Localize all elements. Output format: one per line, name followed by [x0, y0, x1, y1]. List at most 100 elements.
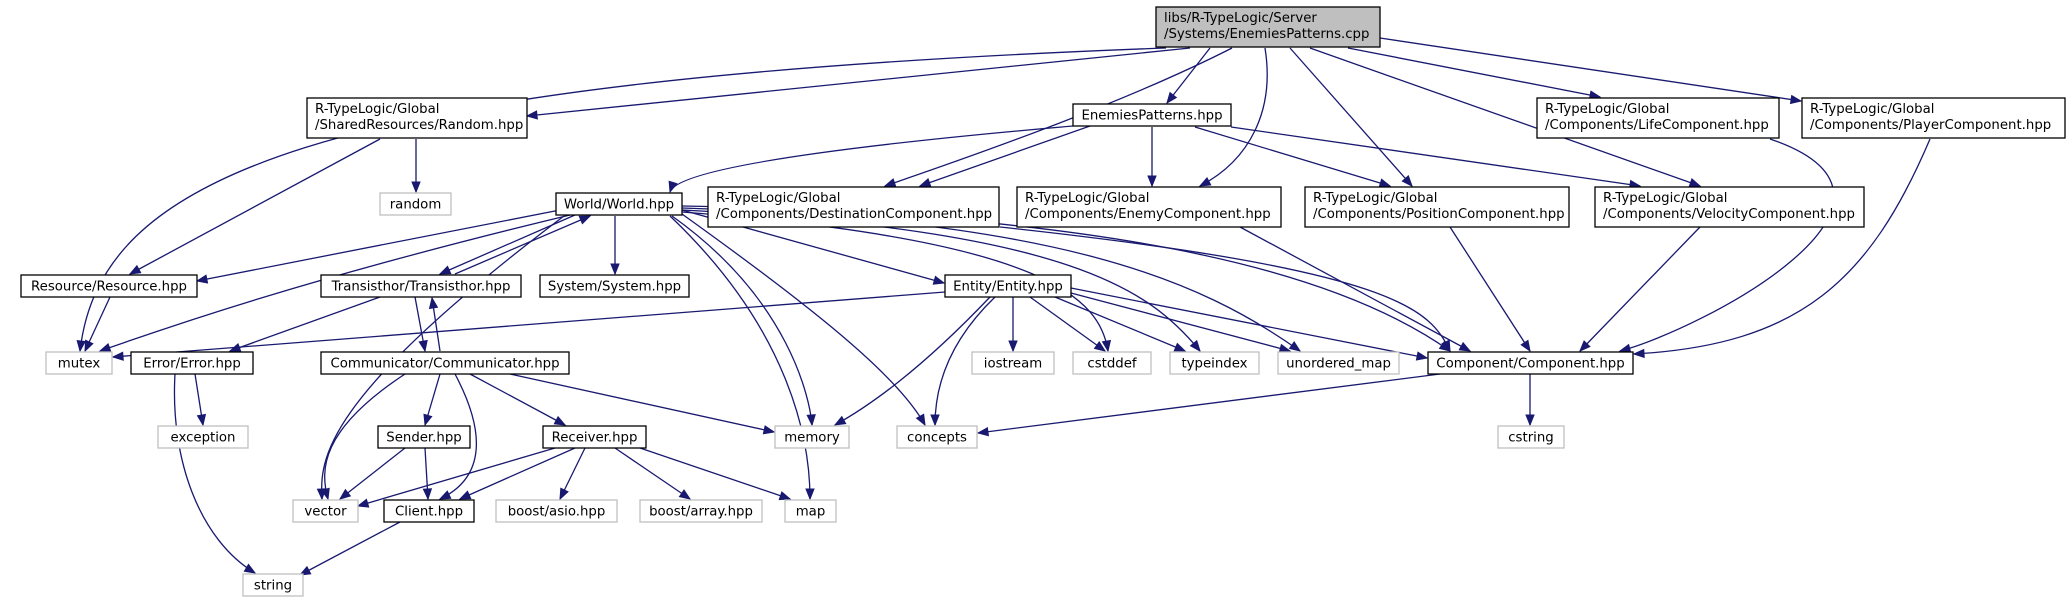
edges-layer: [76, 37, 1931, 576]
node-boost-asio: boost/asio.hpp: [495, 499, 618, 523]
node-enemies-patterns-hpp[interactable]: EnemiesPatterns.hpp: [1072, 103, 1232, 127]
edge-random_hpp-to-random: [411, 139, 421, 194]
node-component-hpp[interactable]: Component/Component.hpp: [1427, 351, 1634, 375]
node-box[interactable]: [1016, 186, 1282, 228]
edge-arrowhead: [1789, 94, 1803, 105]
node-destination-component[interactable]: R-TypeLogic/Global/Components/Destinatio…: [707, 186, 1000, 228]
node-enemy-component[interactable]: R-TypeLogic/Global/Components/EnemyCompo…: [1016, 186, 1282, 228]
edge-error_hpp-to-string: [173, 373, 257, 574]
node-box: [45, 351, 113, 375]
node-box[interactable]: [707, 186, 1000, 228]
node-root[interactable]: libs/R-TypeLogic/Server/Systems/EnemiesP…: [1155, 6, 1381, 48]
node-resource-hpp[interactable]: Resource/Resource.hpp: [20, 274, 198, 298]
node-box[interactable]: [555, 192, 683, 216]
edge-arrowhead: [1520, 339, 1531, 353]
edge-world_hpp-to-resource_hpp: [195, 209, 561, 284]
node-label-line: /Components/DestinationComponent.hpp: [716, 207, 992, 222]
node-box: [242, 573, 304, 597]
node-velocity-component[interactable]: R-TypeLogic/Global/Components/VelocityCo…: [1594, 186, 1865, 228]
node-label-line: boost/asio.hpp: [508, 505, 606, 520]
node-label-line: libs/R-TypeLogic/Server: [1164, 11, 1317, 26]
node-label-line: Error/Error.hpp: [143, 357, 241, 372]
node-position-component[interactable]: R-TypeLogic/Global/Components/PositionCo…: [1304, 186, 1570, 228]
node-box[interactable]: [1304, 186, 1570, 228]
node-random-hpp[interactable]: R-TypeLogic/Global/SharedResources/Rando…: [306, 97, 528, 139]
node-box[interactable]: [1155, 6, 1381, 48]
edge-arrowhead: [411, 181, 421, 194]
node-label-line: exception: [171, 431, 236, 446]
node-box[interactable]: [1594, 186, 1865, 228]
edge-arrowhead: [559, 487, 569, 501]
node-label-line: /SharedResources/Random.hpp: [315, 118, 523, 133]
node-communicator-hpp[interactable]: Communicator/Communicator.hpp: [320, 351, 570, 375]
edge-world_hpp-to-mutex: [98, 214, 571, 353]
edge-arrowhead: [762, 425, 776, 435]
edge-arrowhead: [883, 178, 897, 188]
node-box[interactable]: [320, 351, 570, 375]
node-box[interactable]: [130, 351, 254, 375]
node-label-line: Sender.hpp: [386, 431, 461, 446]
node-sender-hpp[interactable]: Sender.hpp: [377, 425, 471, 449]
node-box: [379, 192, 452, 216]
node-label-line: R-TypeLogic/Global: [315, 102, 439, 117]
node-error-hpp[interactable]: Error/Error.hpp: [130, 351, 254, 375]
node-system-hpp[interactable]: System/System.hpp: [539, 274, 690, 298]
edge-arrowhead: [610, 263, 620, 276]
edge-line: [509, 373, 775, 433]
node-label-line: /Components/PositionComponent.hpp: [1313, 207, 1565, 222]
edge-line: [669, 215, 811, 500]
node-box[interactable]: [944, 274, 1072, 298]
node-label-line: Entity/Entity.hpp: [953, 280, 1063, 295]
node-box[interactable]: [377, 425, 471, 449]
edge-line: [1070, 287, 1428, 359]
edge-arrowhead: [418, 339, 428, 353]
edge-arrowhead: [1688, 178, 1702, 187]
edge-enemies_patterns_hpp-to-world_hpp: [668, 125, 1074, 194]
node-box[interactable]: [1536, 97, 1780, 139]
node-transisthor-hpp[interactable]: Transisthor/Transisthor.hpp: [320, 274, 522, 298]
edge-arrowhead: [976, 426, 990, 437]
node-life-component[interactable]: R-TypeLogic/Global/Components/LifeCompon…: [1536, 97, 1780, 139]
node-box[interactable]: [542, 425, 647, 449]
node-client-hpp[interactable]: Client.hpp: [383, 499, 475, 523]
node-entity-hpp[interactable]: Entity/Entity.hpp: [944, 274, 1072, 298]
edge-line: [129, 138, 381, 275]
node-box[interactable]: [1427, 351, 1634, 375]
node-box[interactable]: [306, 97, 528, 139]
edge-line: [229, 296, 381, 352]
edge-arrowhead: [778, 491, 792, 501]
node-label-line: unordered_map: [1286, 357, 1391, 372]
edge-arrowhead: [918, 178, 932, 187]
edge-transisthor_hpp-to-world_hpp: [454, 215, 592, 275]
node-box[interactable]: [1801, 97, 2066, 139]
edge-error_hpp-to-exception: [194, 373, 207, 427]
node-world-hpp[interactable]: World/World.hpp: [555, 192, 683, 216]
edge-world_hpp-to-concepts: [681, 213, 926, 427]
node-label-line: System/System.hpp: [548, 280, 681, 295]
edge-arrowhead: [1378, 178, 1392, 188]
node-label-line: cstddef: [1087, 357, 1137, 372]
node-box[interactable]: [20, 274, 198, 298]
node-box[interactable]: [1072, 103, 1232, 127]
edge-velocity_component-to-component_hpp: [1579, 226, 1701, 352]
edge-communicator_hpp-to-transisthor_hpp: [428, 296, 441, 352]
node-exception: exception: [157, 425, 249, 449]
edge-position_component-to-component_hpp: [1449, 226, 1531, 353]
node-box[interactable]: [320, 274, 522, 298]
edge-arrowhead: [195, 274, 209, 284]
edge-arrowhead: [422, 488, 433, 501]
edge-transisthor_hpp-to-communicator_hpp: [414, 296, 428, 353]
edge-random_hpp-to-resource_hpp: [128, 138, 381, 275]
node-label-line: R-TypeLogic/Global: [716, 191, 840, 206]
node-box[interactable]: [383, 499, 475, 523]
node-player-component[interactable]: R-TypeLogic/Global/Components/PlayerComp…: [1801, 97, 2066, 139]
node-box[interactable]: [539, 274, 690, 298]
edge-root-to-player_component: [1379, 37, 1803, 105]
node-vector: vector: [292, 499, 359, 523]
edge-arrowhead: [1632, 348, 1645, 359]
node-receiver-hpp[interactable]: Receiver.hpp: [542, 425, 647, 449]
edge-entity_hpp-to-memory: [833, 296, 991, 426]
edge-arrowhead: [678, 489, 692, 500]
edge-entity_hpp-to-iostream: [1008, 297, 1018, 353]
edge-arrowhead: [338, 488, 352, 500]
